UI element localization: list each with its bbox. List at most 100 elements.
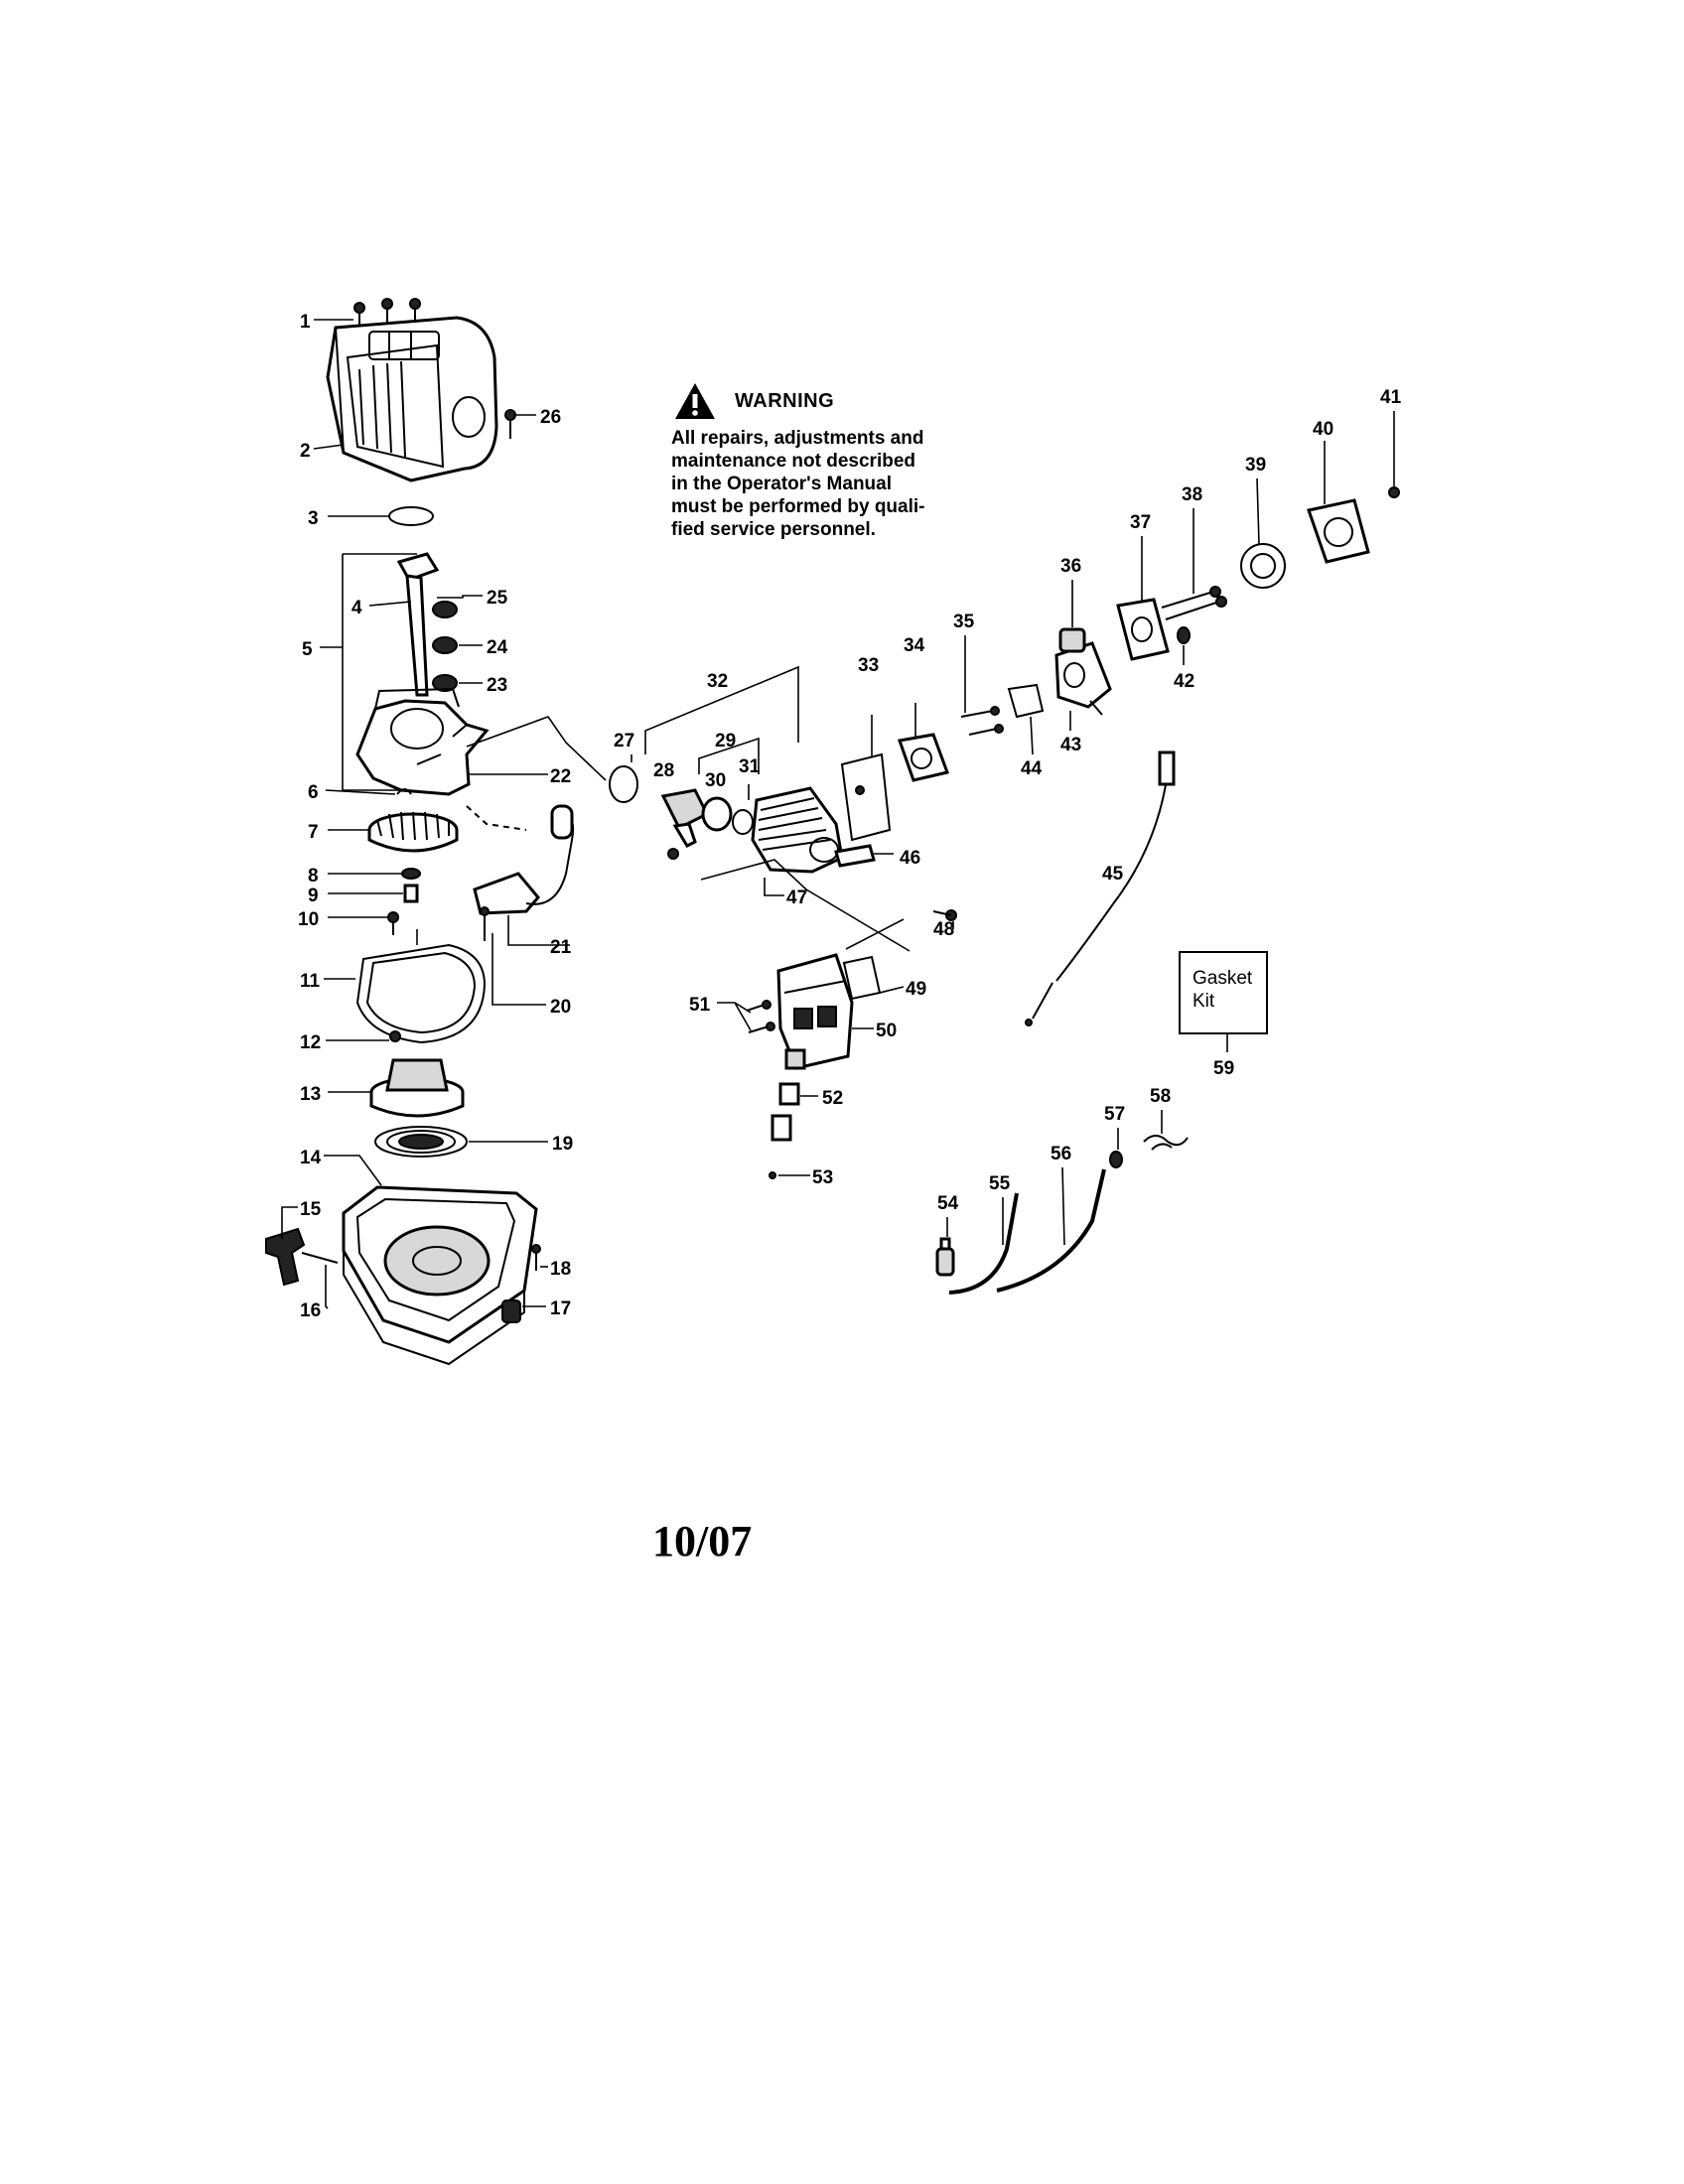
part-number-11: 11 xyxy=(300,971,321,992)
part-number-26: 26 xyxy=(540,407,561,428)
part-58-clip xyxy=(1143,1110,1189,1151)
part-number-58: 58 xyxy=(1150,1086,1171,1107)
part-number-8: 8 xyxy=(308,866,319,887)
part-13-pulley xyxy=(328,1058,465,1118)
part-number-7: 7 xyxy=(308,822,319,843)
part-8-9-washer-nut xyxy=(328,868,421,903)
part-number-21: 21 xyxy=(550,937,572,958)
part-number-40: 40 xyxy=(1313,419,1333,440)
part-28-connecting-rod xyxy=(660,788,710,860)
part-number-4: 4 xyxy=(351,598,362,618)
part-53-nut xyxy=(769,1171,810,1179)
part-1-screws xyxy=(314,298,421,338)
part-number-22: 22 xyxy=(550,766,571,787)
part-number-53: 53 xyxy=(812,1167,833,1188)
part-number-38: 38 xyxy=(1182,484,1202,505)
part-number-25: 25 xyxy=(487,588,508,609)
part-number-51: 51 xyxy=(689,995,711,1016)
part-number-50: 50 xyxy=(876,1021,897,1041)
part-number-15: 15 xyxy=(300,1199,322,1220)
part-number-37: 37 xyxy=(1130,512,1151,533)
part-number-23: 23 xyxy=(487,675,507,696)
part-number-35: 35 xyxy=(953,612,975,632)
warning-text: All repairs, adjustments and maintenance… xyxy=(671,428,925,540)
part-6-key xyxy=(325,788,412,795)
part-2-engine-cover xyxy=(313,316,498,482)
part-19-spring xyxy=(374,1126,548,1158)
part-number-24: 24 xyxy=(487,637,508,658)
part-number-19: 19 xyxy=(552,1134,573,1155)
part-54-fuel-filter xyxy=(935,1217,955,1277)
part-37-air-filter-base xyxy=(1116,536,1170,661)
part-number-10: 10 xyxy=(298,909,319,930)
part-number-31: 31 xyxy=(739,756,761,777)
part-number-17: 17 xyxy=(550,1298,571,1319)
part-number-43: 43 xyxy=(1060,735,1081,755)
part-30-piston xyxy=(701,796,733,832)
part-49-gasket xyxy=(842,918,905,1001)
part-number-55: 55 xyxy=(989,1173,1011,1194)
part-number-42: 42 xyxy=(1174,671,1194,692)
part-number-46: 46 xyxy=(900,848,920,869)
warning-triangle-icon xyxy=(675,383,715,419)
part-15-16-starter-handle xyxy=(265,1206,339,1309)
part-5-bracket-lines xyxy=(320,553,417,791)
warning-title: WARNING xyxy=(735,389,835,412)
part-57-grommet xyxy=(1109,1128,1123,1168)
part-number-49: 49 xyxy=(906,979,926,1000)
part-number-16: 16 xyxy=(300,1300,321,1321)
part-47-cylinder xyxy=(700,786,911,952)
part-number-33: 33 xyxy=(858,655,879,676)
gasket-kit-box: Gasket Kit xyxy=(1179,951,1268,1034)
part-52-screen xyxy=(771,1048,818,1142)
part-51-screws xyxy=(717,1000,775,1033)
part-41-screw xyxy=(1388,411,1400,498)
part-32-bracket-lines xyxy=(644,665,799,754)
part-number-3: 3 xyxy=(308,508,319,529)
part-number-5: 5 xyxy=(302,639,313,660)
part-36-43-carburetor xyxy=(1054,580,1112,731)
part-11-gasket xyxy=(324,929,487,1044)
part-20-21-ignition-module xyxy=(466,804,575,1006)
part-number-54: 54 xyxy=(937,1193,959,1214)
part-number-14: 14 xyxy=(300,1148,322,1168)
part-50-muffler xyxy=(776,953,874,1070)
part-23-25-nuts xyxy=(432,595,483,692)
part-55-fuel-line xyxy=(948,1192,1019,1295)
part-44-gasket xyxy=(1007,683,1045,755)
part-number-9: 9 xyxy=(308,886,319,906)
part-number-30: 30 xyxy=(705,770,726,791)
part-26-screw xyxy=(504,409,536,439)
part-number-32: 32 xyxy=(707,671,728,692)
page-date: 10/07 xyxy=(652,1517,753,1566)
part-number-39: 39 xyxy=(1245,455,1266,476)
part-number-34: 34 xyxy=(904,635,925,656)
part-number-1: 1 xyxy=(300,312,311,333)
part-34-intake-manifold xyxy=(898,703,949,782)
part-number-36: 36 xyxy=(1060,556,1081,577)
part-48-screw xyxy=(932,909,957,929)
part-29-bracket-lines xyxy=(698,737,760,774)
part-33-gasket xyxy=(840,715,892,842)
part-number-52: 52 xyxy=(822,1088,843,1109)
part-35-screws xyxy=(960,635,1004,736)
part-10-screw xyxy=(328,911,399,935)
part-31-ring xyxy=(732,784,754,835)
part-number-18: 18 xyxy=(550,1259,571,1280)
part-39-filter xyxy=(1240,478,1286,589)
part-12-screw xyxy=(326,1030,401,1042)
part-number-48: 48 xyxy=(933,919,954,940)
part-4-drive-shaft xyxy=(368,552,440,697)
part-number-41: 41 xyxy=(1380,387,1402,408)
part-number-57: 57 xyxy=(1104,1104,1125,1125)
part-7-flywheel xyxy=(328,811,459,853)
part-number-13: 13 xyxy=(300,1084,321,1105)
part-number-27: 27 xyxy=(614,731,634,751)
part-number-45: 45 xyxy=(1102,864,1124,885)
part-number-29: 29 xyxy=(715,731,736,751)
part-14-starter-housing xyxy=(324,1155,538,1366)
gasket-kit-number: 59 xyxy=(1213,1058,1234,1079)
warning-header: WARNING xyxy=(673,381,969,421)
part-number-6: 6 xyxy=(308,782,319,803)
